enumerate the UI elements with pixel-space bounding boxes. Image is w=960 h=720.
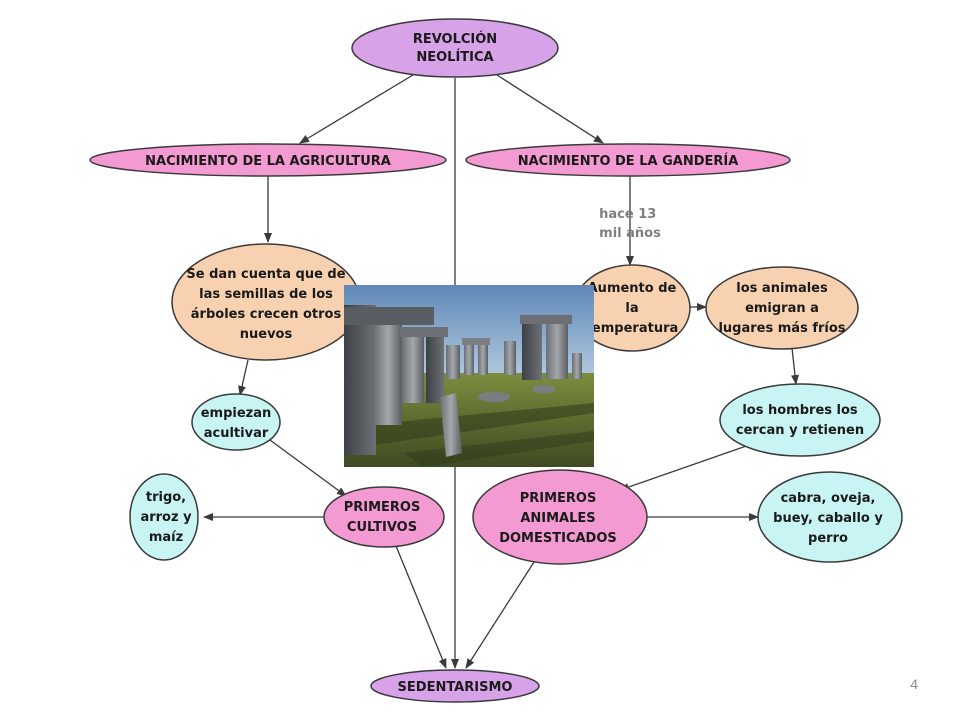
edge-semillas-empiezan [238,359,249,396]
edge-domesticados-sedentarismo [465,561,535,669]
stonehenge-photo [344,285,594,467]
node-nacimiento-agricultura: NACIMIENTO DE LA AGRICULTURA [89,143,447,177]
edge-revolucion-ganaderia [496,74,604,144]
svg-text:SEDENTARISMO: SEDENTARISMO [398,680,513,695]
svg-text:NACIMIENTO DE LA AGRICULTURA: NACIMIENTO DE LA AGRICULTURA [145,154,391,169]
node-nacimiento-ganaderia: NACIMIENTO DE LA GANDERÍA [465,143,791,177]
edge-hombres-domesticados [619,443,753,491]
edge-animales-hombres [791,347,799,385]
edge-revolucion-agricultura [299,74,414,144]
edge-label-hace13: hace 13 mil años [599,207,661,241]
edge-cultivos-sedentarismo [395,545,447,669]
page-number: 4 [910,676,918,692]
svg-text:NACIMIENTO DE LA GANDERÍA: NACIMIENTO DE LA GANDERÍA [518,153,739,169]
node-sedentarismo: SEDENTARISMO [370,669,540,703]
edge-empiezan-cultivos [269,439,347,497]
